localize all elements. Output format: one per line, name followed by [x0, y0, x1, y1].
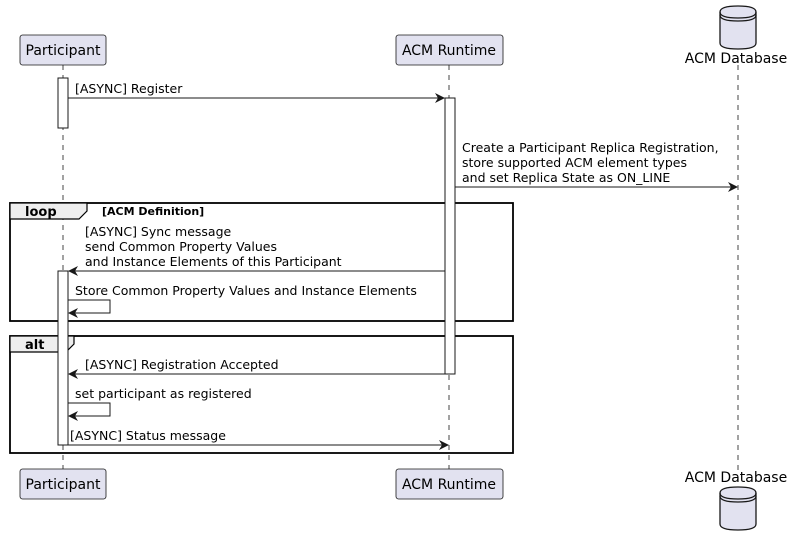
message-create-replica: Create a Participant Replica Registratio…	[455, 140, 738, 192]
database-label-bottom: ACM Database	[685, 470, 787, 486]
runtime-box-bottom: ACM Runtime	[395, 468, 504, 500]
message-accepted: [ASYNC] Registration Accepted	[68, 357, 445, 379]
svg-text:Create a Participant Replica R: Create a Participant Replica Registratio…	[462, 140, 719, 155]
activation-participant-2	[57, 270, 69, 446]
svg-text:and Instance Elements of this: and Instance Elements of this Participan…	[85, 254, 342, 269]
svg-text:[ASYNC] Register: [ASYNC] Register	[75, 81, 183, 96]
svg-text:Store Common Property Values a: Store Common Property Values and Instanc…	[75, 283, 417, 298]
alt-keyword: alt	[25, 338, 44, 353]
message-sync: [ASYNC] Sync message send Common Propert…	[68, 224, 445, 276]
svg-text:Participant: Participant	[26, 477, 101, 493]
svg-text:store supported ACM element ty: store supported ACM element types	[462, 155, 687, 170]
svg-text:[ASYNC] Status message: [ASYNC] Status message	[70, 428, 226, 443]
database-icon-bottom: ACM Database	[685, 470, 787, 531]
svg-text:send Common Property Values: send Common Property Values	[85, 239, 277, 254]
svg-text:ACM Runtime: ACM Runtime	[402, 43, 496, 59]
activation-runtime	[444, 97, 456, 375]
svg-text:set participant as registered: set participant as registered	[75, 386, 252, 401]
loop-guard: [ACM Definition]	[102, 205, 204, 218]
svg-text:[ASYNC] Sync message: [ASYNC] Sync message	[85, 224, 232, 239]
runtime-box-top: ACM Runtime	[395, 34, 504, 66]
loop-fragment: loop [ACM Definition]	[9, 202, 514, 322]
participant-box-top: Participant	[19, 34, 107, 66]
loop-keyword: loop	[25, 205, 57, 220]
message-status: [ASYNC] Status message	[68, 428, 449, 450]
message-set-registered: set participant as registered	[68, 386, 252, 421]
svg-text:ACM Runtime: ACM Runtime	[402, 477, 496, 493]
participant-box-bottom: Participant	[19, 468, 107, 500]
activation-participant-1	[57, 77, 69, 129]
message-store: Store Common Property Values and Instanc…	[68, 283, 417, 318]
svg-text:and set Replica State as ON_LI: and set Replica State as ON_LINE	[462, 170, 670, 185]
svg-text:[ASYNC] Registration Accepted: [ASYNC] Registration Accepted	[85, 357, 279, 372]
database-label-top: ACM Database	[685, 51, 787, 67]
svg-text:Participant: Participant	[26, 43, 101, 59]
database-icon-top: ACM Database	[685, 5, 787, 67]
message-register: [ASYNC] Register	[68, 81, 445, 103]
